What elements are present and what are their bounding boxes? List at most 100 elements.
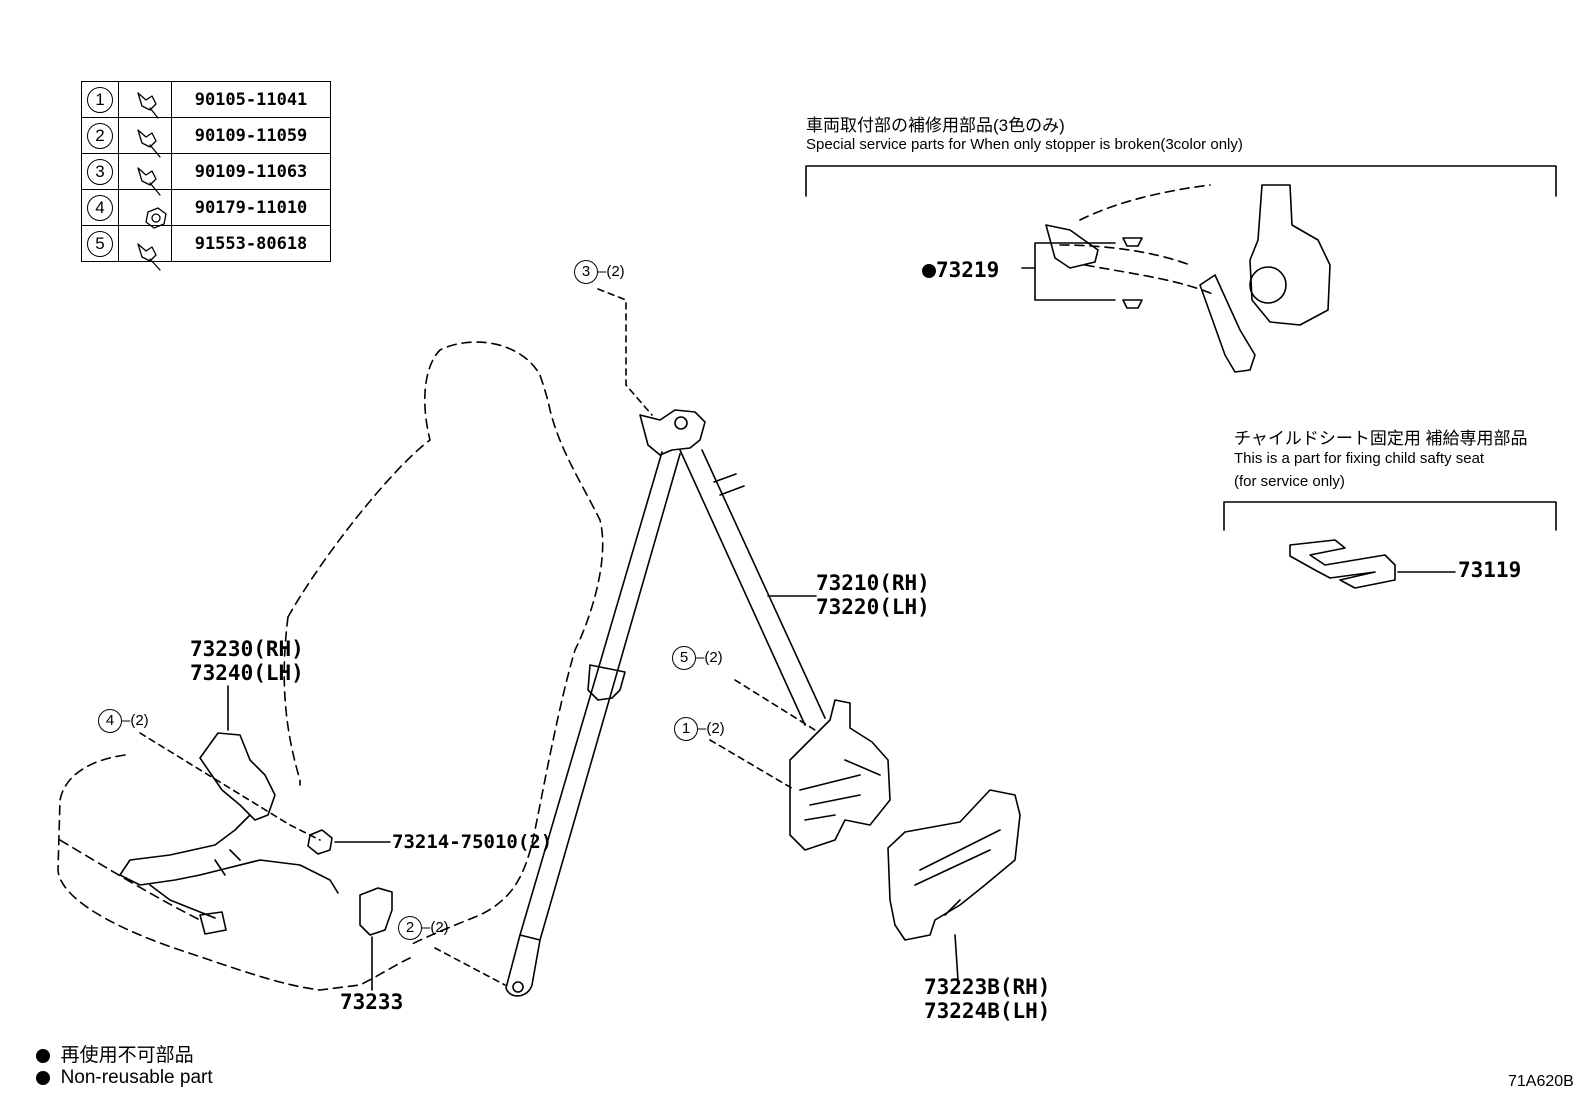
fastener-table: 1 90105-11041 2 90109-11059 3 90109-1106…	[81, 81, 331, 262]
service-bracket-plate	[1199, 274, 1256, 373]
childseat-note-en2: (for service only)	[1234, 473, 1345, 490]
callout-number: 2	[87, 122, 113, 149]
service-retractor-spool	[1249, 266, 1287, 304]
service-clip-top	[1122, 237, 1143, 247]
callout-5[interactable]: 5–(2)	[672, 646, 723, 670]
lower-anchor	[505, 934, 541, 997]
service-note-en: Special service parts for When only stop…	[806, 136, 1243, 153]
service-bracket	[805, 165, 1557, 197]
retractor-cover	[887, 789, 1021, 941]
bolt-icon	[118, 117, 172, 154]
non-reusable-dot-icon	[36, 1048, 50, 1063]
callout-qty: –(2)	[698, 720, 725, 737]
shoulder-anchor	[639, 409, 706, 456]
part-number: 90179-11010	[171, 189, 331, 226]
service-clip-bottom	[1122, 299, 1143, 309]
childseat-part-label[interactable]: 73119	[1458, 558, 1522, 582]
buckle-part-label[interactable]: 73230(RH) 73240(LH)	[190, 637, 304, 685]
callout-number: 3	[574, 260, 598, 284]
legend-jp: 再使用不可部品	[36, 1040, 194, 1067]
callout-number: 5	[672, 646, 696, 670]
part-number-lh: 73220(LH)	[816, 595, 930, 619]
retractor-cover-part-label[interactable]: 73223B(RH) 73224B(LH)	[924, 975, 1050, 1023]
seat-back-side	[283, 616, 301, 786]
nut-shape	[307, 829, 333, 855]
part-number-rh: 73223B(RH)	[924, 975, 1051, 999]
callout-number: 4	[98, 709, 122, 733]
diagram-code: 71A620B	[1508, 1073, 1574, 1090]
retractor-detail	[799, 759, 881, 821]
leader-5	[734, 679, 816, 731]
table-row: 3 90109-11063	[81, 153, 331, 190]
belt-webbing-right	[679, 449, 826, 726]
wire-harness-2	[149, 849, 241, 919]
cover-part-label[interactable]: 73233	[340, 990, 404, 1014]
cover-73233	[359, 887, 393, 936]
service-part-label[interactable]: 73219	[922, 258, 999, 282]
table-row: 2 90109-11059	[81, 117, 331, 154]
callout-qty: –(2)	[598, 263, 625, 280]
part-number: 73219	[936, 258, 1000, 282]
service-belt-dashed	[1059, 184, 1216, 296]
service-stopper	[1045, 224, 1099, 269]
nut-icon	[118, 189, 172, 226]
seat-back-outline	[287, 341, 604, 946]
non-reusable-dot-icon	[922, 264, 936, 278]
leader-2	[434, 947, 506, 986]
bolt-icon	[118, 225, 172, 262]
callout-3[interactable]: 3–(2)	[574, 260, 625, 284]
part-number-lh: 73224B(LH)	[924, 999, 1051, 1023]
legend-en: Non-reusable part	[36, 1067, 213, 1089]
callout-qty: –(2)	[422, 919, 449, 936]
childseat-note-en1: This is a part for fixing child safty se…	[1234, 450, 1485, 467]
callout-number: 3	[87, 158, 113, 185]
childseat-note-jp: チャイルドシート固定用 補給専用部品	[1234, 429, 1528, 448]
table-row: 5 91553-80618	[81, 225, 331, 262]
belt-webbing-left	[519, 451, 681, 941]
callout-number: 2	[398, 916, 422, 940]
bolt-icon	[118, 81, 172, 118]
service-retractor	[1249, 184, 1331, 326]
callout-1[interactable]: 1–(2)	[674, 717, 725, 741]
part-number: 90105-11041	[171, 81, 331, 118]
callout-number: 5	[87, 230, 113, 257]
service-note-jp: 車両取付部の補修用部品(3色のみ)	[806, 116, 1065, 135]
callout-number: 4	[87, 194, 113, 221]
seat-cushion-outline	[57, 754, 411, 991]
belt-band	[713, 473, 745, 496]
seat-cushion-top	[59, 839, 201, 921]
service-leader	[1021, 242, 1116, 301]
bolt-icon	[118, 153, 172, 190]
part-number-lh: 73240(LH)	[190, 661, 304, 685]
anchor-bolt	[674, 416, 688, 430]
callout-qty: –(2)	[696, 649, 723, 666]
callout-number: 1	[674, 717, 698, 741]
table-row: 4 90179-11010	[81, 189, 331, 226]
part-number: 90109-11063	[171, 153, 331, 190]
wire-harness	[119, 814, 339, 894]
part-number: 91553-80618	[171, 225, 331, 262]
leader-3	[597, 288, 653, 416]
callout-qty: –(2)	[122, 712, 149, 729]
leader-4	[139, 732, 321, 841]
leader-1	[709, 739, 796, 791]
belt-part-label[interactable]: 73210(RH) 73220(LH)	[816, 571, 930, 619]
retractor	[789, 699, 891, 851]
non-reusable-dot-icon	[36, 1070, 50, 1085]
lower-anchor-hole	[512, 981, 524, 993]
retractor-cover-detail	[914, 829, 1001, 916]
childseat-part	[1289, 539, 1396, 589]
buckle	[199, 732, 276, 821]
table-row: 1 90105-11041	[81, 81, 331, 118]
nut-part-label[interactable]: 73214-75010(2)	[392, 831, 553, 853]
part-number: 90109-11059	[171, 117, 331, 154]
part-number-rh: 73210(RH)	[816, 571, 930, 595]
callout-2[interactable]: 2–(2)	[398, 916, 449, 940]
callout-4[interactable]: 4–(2)	[98, 709, 149, 733]
callout-number: 1	[87, 86, 113, 113]
part-number-rh: 73230(RH)	[190, 637, 304, 661]
connector	[199, 911, 227, 935]
childseat-bracket	[1223, 501, 1557, 531]
